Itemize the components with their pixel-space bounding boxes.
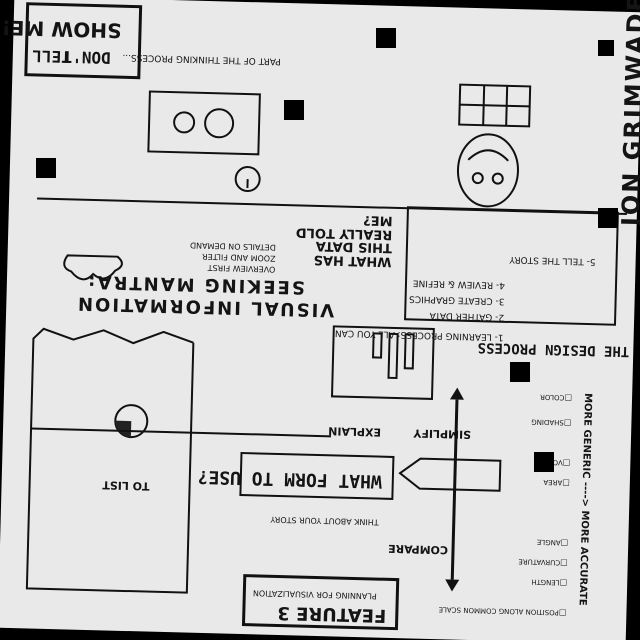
noise-square <box>534 452 554 472</box>
noise-square <box>598 208 618 228</box>
noise-square <box>376 28 396 48</box>
noise-square <box>284 100 304 120</box>
noise-square <box>598 40 614 56</box>
noise-square <box>36 158 56 178</box>
noise-square <box>510 362 530 382</box>
